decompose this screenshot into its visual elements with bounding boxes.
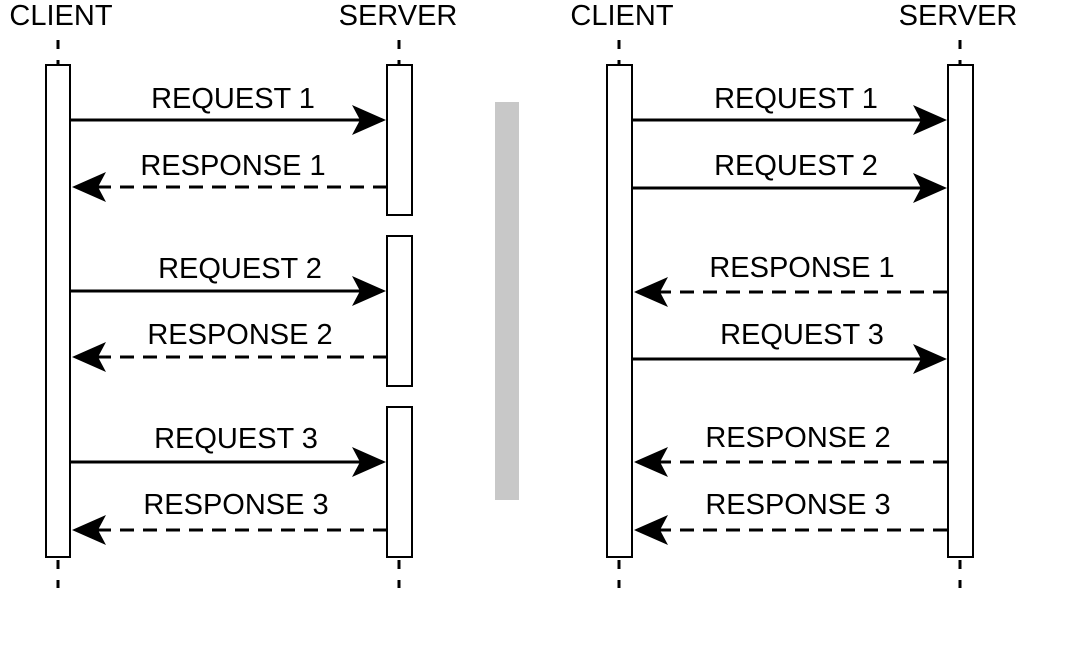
left-client-activation (45, 64, 71, 558)
left-server-header: SERVER (339, 0, 458, 32)
right-server-header: SERVER (899, 0, 1018, 32)
left-message-label-5: REQUEST 3 (154, 423, 318, 455)
right-message-label-2: REQUEST 2 (714, 150, 878, 182)
left-message-label-6: RESPONSE 3 (143, 489, 328, 521)
left-request-2-arrowhead (352, 276, 386, 306)
left-server-activation-1 (386, 64, 413, 216)
panel-divider (495, 102, 519, 500)
right-request-1-arrowhead (913, 105, 947, 135)
left-message-label-1: REQUEST 1 (151, 83, 315, 115)
right-server-activation (947, 64, 974, 558)
right-message-label-4: REQUEST 3 (720, 319, 884, 351)
left-request-1-arrowhead (352, 105, 386, 135)
right-message-label-5: RESPONSE 2 (705, 422, 890, 454)
left-server-activation-3 (386, 406, 413, 558)
left-request-3-arrowhead (352, 447, 386, 477)
right-request-2-arrowhead (913, 173, 947, 203)
left-response-1-arrowhead (72, 172, 106, 202)
right-response-3-arrowhead (634, 515, 668, 545)
right-message-label-3: RESPONSE 1 (709, 252, 894, 284)
left-message-label-4: RESPONSE 2 (147, 319, 332, 351)
left-panel: CLIENT SERVER REQUEST 1 RESPONSE 1 REQUE… (9, 0, 457, 588)
right-response-1-arrowhead (634, 277, 668, 307)
right-client-header: CLIENT (570, 0, 673, 32)
right-request-3-arrowhead (913, 344, 947, 374)
left-server-activation-2 (386, 235, 413, 387)
left-client-header: CLIENT (9, 0, 112, 32)
left-response-3-arrowhead (72, 515, 106, 545)
right-response-2-arrowhead (634, 447, 668, 477)
right-message-label-6: RESPONSE 3 (705, 489, 890, 521)
right-client-activation (606, 64, 633, 558)
left-message-label-2: RESPONSE 1 (140, 150, 325, 182)
right-panel: CLIENT SERVER REQUEST 1 REQUEST 2 RESPON… (570, 0, 1017, 588)
left-response-2-arrowhead (72, 342, 106, 372)
left-message-label-3: REQUEST 2 (158, 253, 322, 285)
right-message-label-1: REQUEST 1 (714, 83, 878, 115)
